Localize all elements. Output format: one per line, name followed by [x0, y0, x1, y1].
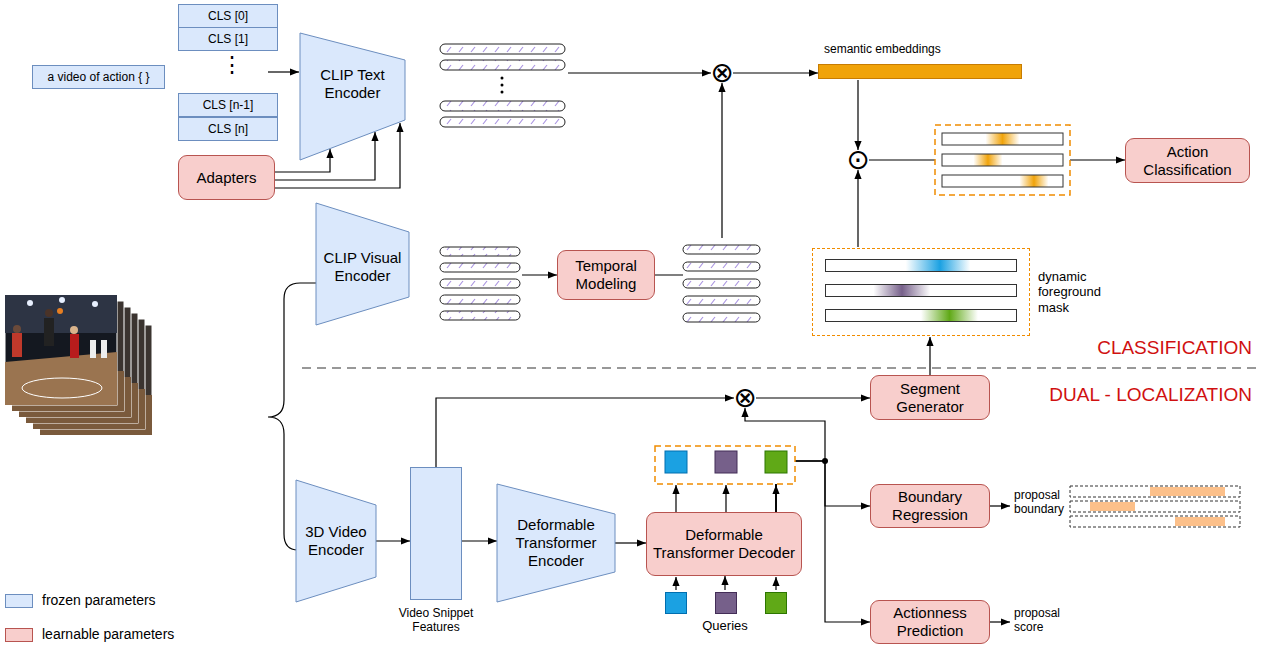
multiply-operator: ⊗	[730, 383, 760, 413]
operator-symbol: ⊙	[846, 145, 869, 175]
box-label: Segment Generator	[875, 380, 985, 416]
transformer-encoder: Deformable Transformer Encoder	[497, 484, 615, 602]
legend-swatch	[5, 628, 33, 642]
video-frames	[5, 295, 152, 435]
connector	[724, 576, 725, 590]
box-label: CLS [0]	[208, 9, 248, 23]
section-divider	[302, 367, 1256, 368]
operator-symbol: ⊗	[733, 383, 756, 413]
query-arrow	[675, 577, 676, 590]
legend-text: learnable parameters	[42, 626, 174, 643]
query-arrow	[775, 577, 776, 590]
query-token	[665, 592, 687, 614]
box-label: Temporal Modeling	[562, 257, 650, 293]
connector	[857, 170, 858, 247]
encoder-label: CLIP Visual Encoder	[321, 249, 405, 285]
proposal-boundaries	[1070, 486, 1240, 527]
embedding-bar	[818, 64, 1022, 79]
multiply-operator: ⊗	[707, 58, 737, 88]
mask-caption: dynamic foreground mask	[1038, 269, 1106, 316]
connector	[376, 540, 410, 541]
box-label: Action Classification	[1130, 143, 1245, 179]
box-label: CLS [1]	[208, 32, 248, 46]
box-label: CLS [n-1]	[203, 98, 254, 112]
embedding-caption: semantic embeddings	[818, 42, 941, 56]
video-encoder: 3D Video Encoder	[296, 480, 376, 602]
connector	[756, 397, 870, 398]
connector	[733, 72, 818, 73]
box-label: Boundary Regression	[875, 488, 985, 524]
output-arrow	[990, 621, 1010, 622]
class-token-box: CLS [n]	[178, 117, 278, 141]
mask-frame	[812, 248, 1030, 336]
connector	[615, 542, 646, 543]
regression-head: Boundary Regression	[870, 484, 990, 528]
encoder-label: 3D Video Encoder	[301, 523, 371, 559]
dot-product-operator: ⊙	[843, 145, 873, 175]
ellipsis: ⋮	[221, 52, 243, 78]
output-label: proposal boundary	[1014, 488, 1068, 517]
legend-text: frozen parameters	[42, 592, 156, 609]
classification-head: Action Classification	[1125, 138, 1250, 183]
box-label: Actionness Prediction	[875, 604, 985, 640]
query-row	[655, 592, 795, 614]
query-token	[715, 592, 737, 614]
trapezoid-outline	[300, 33, 405, 160]
query-caption: Queries	[702, 618, 748, 634]
visual-encoder: CLIP Visual Encoder	[316, 203, 409, 325]
mask-bar	[825, 284, 1017, 297]
segment-generator: Segment Generator	[870, 375, 990, 420]
semantic-embedding: semantic embeddings	[818, 42, 1022, 80]
prompt-box: a video of action { }	[32, 65, 165, 89]
text-embedding-stack	[405, 38, 568, 132]
visual-embedding-stack	[409, 240, 522, 322]
trapezoid-outline	[316, 203, 409, 325]
connector	[857, 80, 858, 150]
temporal-module: Temporal Modeling	[557, 250, 655, 300]
output-arrow	[990, 505, 1010, 506]
section-title: CLASSIFICATION	[1097, 337, 1252, 360]
box-label: Deformable Transformer Decoder	[651, 526, 797, 562]
actionness-head: Actionness Prediction	[870, 600, 990, 644]
trapezoid-outline	[296, 480, 376, 602]
prompt-arrow	[268, 71, 299, 72]
encoder-label: Deformable Transformer Encoder	[504, 516, 608, 570]
encoder-label: CLIP Text Encoder	[313, 66, 393, 102]
transformer-decoder: Deformable Transformer Decoder	[646, 512, 802, 576]
class-token-box: CLS [1]	[178, 27, 278, 51]
box-label: CLS [n]	[208, 122, 248, 136]
class-token-box: CLS [n-1]	[178, 93, 278, 117]
feature-block	[410, 467, 462, 600]
snippet-features: Video Snippet Features	[386, 467, 486, 639]
box-label: a video of action { }	[47, 70, 149, 84]
section-title: DUAL - LOCALIZATION	[1049, 384, 1252, 407]
temporal-embedding-stack	[683, 238, 762, 324]
class-token-box: CLS [0]	[178, 4, 278, 28]
legend-swatch	[5, 594, 33, 608]
classification-scores	[935, 125, 1070, 195]
box-label: Adapters	[196, 169, 256, 187]
output-label: proposal score	[1014, 606, 1068, 635]
operator-symbol: ⊗	[710, 58, 733, 88]
mask-bar	[825, 309, 1017, 322]
feature-caption: Video Snippet Features	[386, 606, 486, 635]
connector	[462, 540, 497, 541]
foreground-mask: dynamic foreground mask	[812, 247, 1106, 337]
query-token	[765, 592, 787, 614]
text-encoder: CLIP Text Encoder	[300, 33, 405, 160]
query-set: Queries	[655, 590, 795, 636]
trapezoid-outline	[497, 484, 615, 602]
mask-bar	[825, 259, 1017, 272]
decoder-outputs	[655, 446, 828, 512]
connector	[929, 337, 930, 375]
adapter-box: Adapters	[178, 155, 275, 200]
